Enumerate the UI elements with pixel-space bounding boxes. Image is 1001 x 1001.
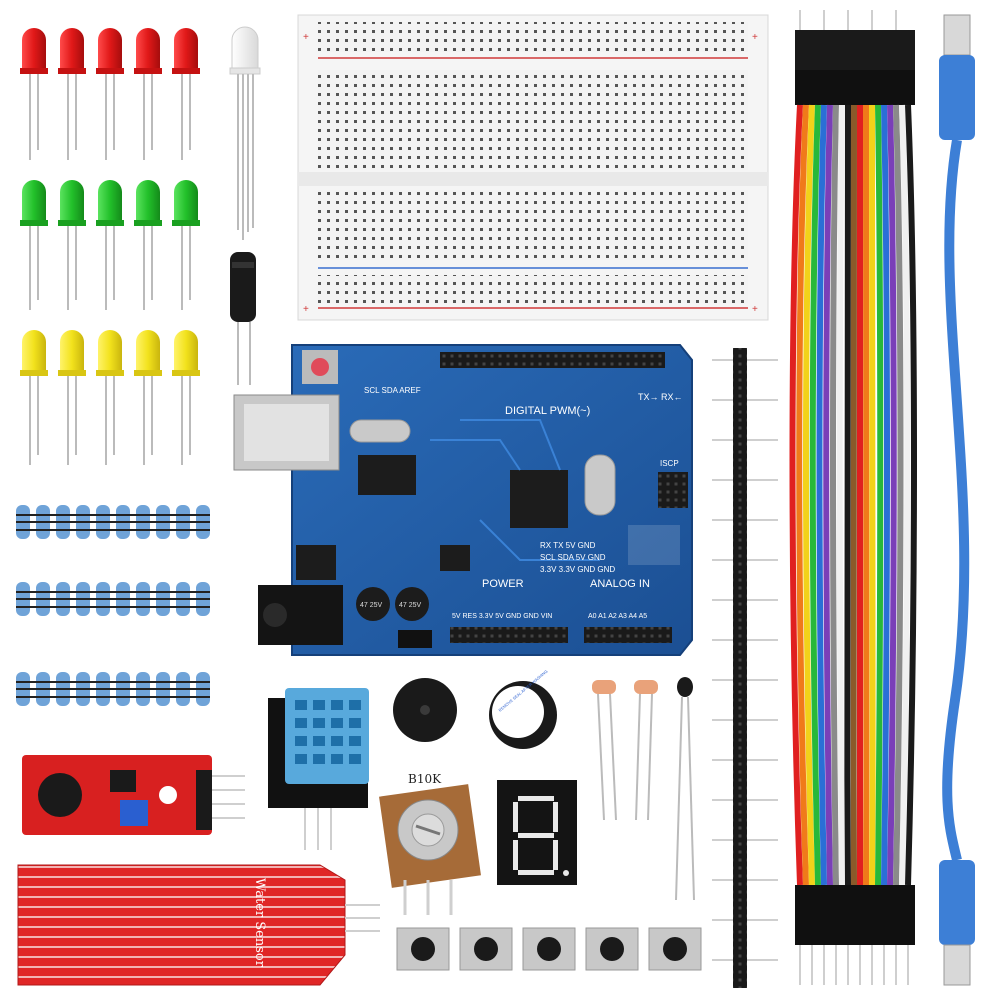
thermistor [675, 677, 695, 901]
breadboard: + + + + [297, 14, 769, 321]
water-sensor-label: Water Sensor [252, 878, 267, 968]
push-button [585, 927, 639, 971]
push-button [648, 927, 702, 971]
led-yellow [134, 330, 162, 465]
uno-label-iscp: ISCP [660, 459, 679, 468]
uno-label-33: 3.3V 3.3V GND GND [540, 565, 615, 574]
uno-label-scl: SCL SDA AREF [364, 386, 421, 395]
rgb-led [229, 26, 261, 240]
led-yellow [96, 330, 124, 465]
led-red [96, 28, 124, 160]
sound-sensor-module [22, 755, 245, 835]
led-green [20, 180, 48, 310]
pot-label: B10K [408, 772, 442, 786]
photoresistors [592, 680, 658, 821]
uno-label-scl-sda: SCL SDA 5V GND [540, 553, 606, 562]
potentiometer: B10K [379, 772, 481, 915]
jumper-wires [789, 10, 917, 985]
tilt-switch [230, 252, 256, 385]
resistors [16, 505, 210, 706]
dht11-sensor [268, 688, 369, 850]
usb-cable [939, 14, 975, 986]
yellow-leds [20, 330, 200, 465]
push-button [396, 927, 450, 971]
uno-label-analog-pins: A0 A1 A2 A3 A4 A5 [588, 613, 647, 620]
push-button [459, 927, 513, 971]
pin-header-strip [712, 348, 778, 988]
svg-text:+: + [752, 304, 758, 315]
arduino-uno-board: DIGITAL PWM(~) TX→ RX← SCL SDA AREF ISCP… [233, 344, 693, 656]
uno-label-rx-tx: RX TX 5V GND [540, 541, 596, 550]
led-yellow [58, 330, 86, 465]
led-yellow [20, 330, 48, 465]
led-red [134, 28, 162, 160]
led-green [134, 180, 162, 310]
uno-label-bottom-pins: 5V RES 3.3V 5V GND GND VIN [452, 613, 552, 620]
push-button [522, 927, 576, 971]
seven-segment-display [497, 780, 577, 885]
svg-text:+: + [303, 32, 309, 43]
buzzer-passive [393, 678, 457, 742]
uno-label-analog: ANALOG IN [590, 578, 650, 590]
led-red [20, 28, 48, 160]
green-leds [20, 180, 200, 310]
led-yellow [172, 330, 200, 465]
led-green [172, 180, 200, 310]
svg-text:+: + [303, 304, 309, 315]
uno-label-power: POWER [482, 578, 524, 590]
uno-label-digital: DIGITAL PWM(~) [505, 405, 590, 417]
uno-label-txrx: TX→ RX← [638, 392, 683, 402]
red-leds [20, 28, 200, 160]
led-green [96, 180, 124, 310]
push-buttons [396, 927, 702, 971]
svg-text:+: + [752, 32, 758, 43]
buzzer-active: REMOVE SEAL AFTER WASHING [489, 669, 557, 749]
led-green [58, 180, 86, 310]
uno-cap-b: 47 25V [399, 602, 422, 609]
water-sensor: Water Sensor [17, 864, 380, 986]
led-red [58, 28, 86, 160]
uno-cap-a: 47 25V [360, 602, 383, 609]
led-red [172, 28, 200, 160]
